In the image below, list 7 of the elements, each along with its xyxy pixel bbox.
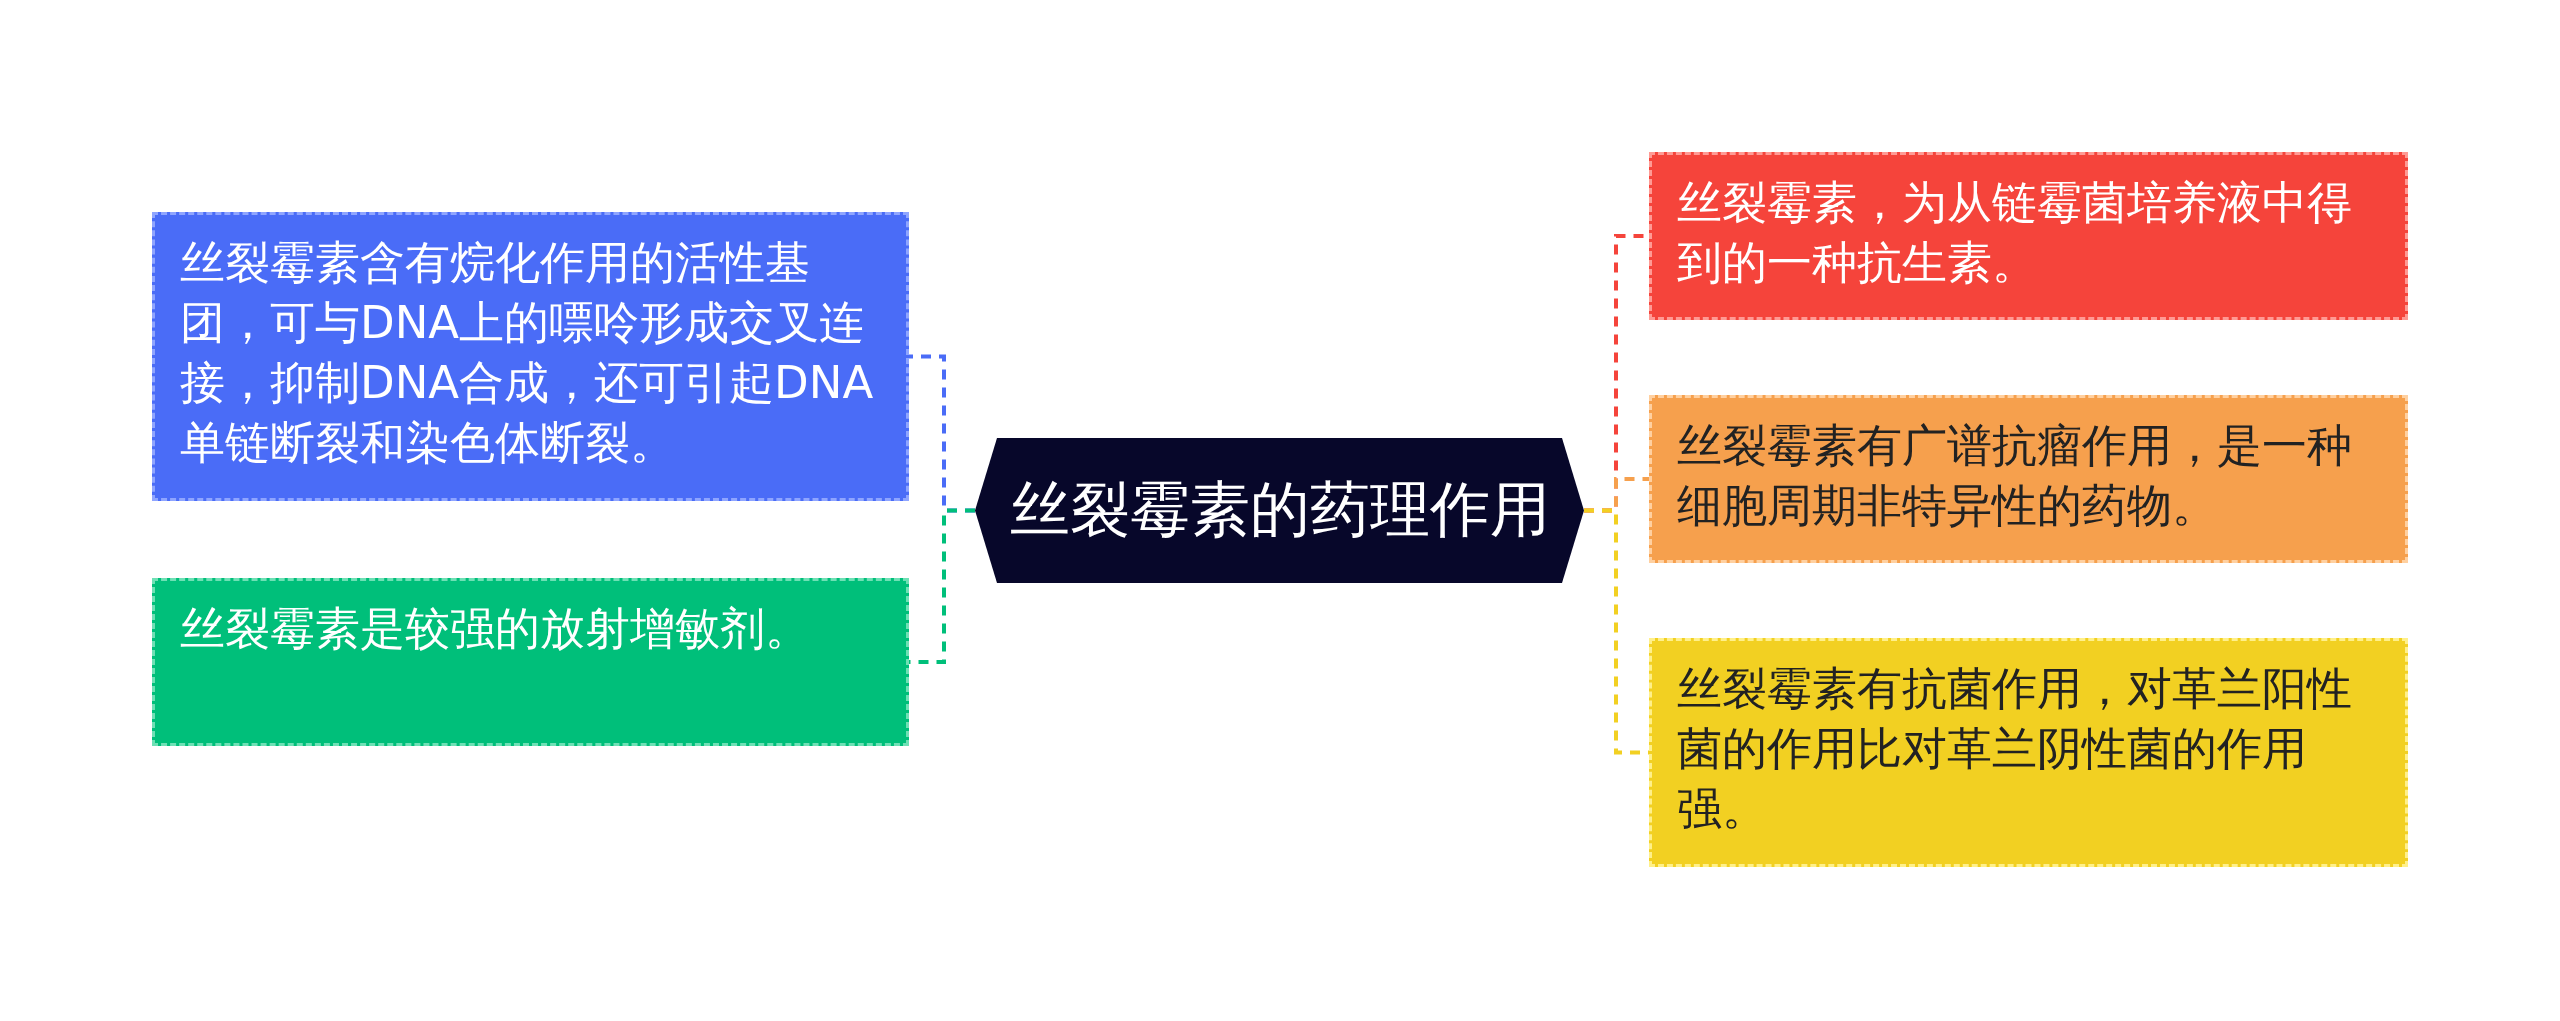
text-box: 丝裂霉素含有烷化作用的活性基团，可与DNA上的嘌呤形成交叉连接，抑制DNA合成，还可引起DNA单链断裂和染色体断裂。 xyxy=(152,212,909,501)
text-box: 丝裂霉素，为从链霉菌培养液中得到的一种抗生素。 xyxy=(1649,152,2408,320)
text-box: 丝裂霉素有广谱抗瘤作用，是一种细胞周期非特异性的药物。 xyxy=(1649,395,2408,563)
topic-hexagon: 丝裂霉素的药理作用 xyxy=(975,438,1584,583)
text-box: 丝裂霉素有抗菌作用，对革兰阳性菌的作用比对革兰阴性菌的作用强。 xyxy=(1649,638,2408,867)
connector-line xyxy=(909,508,975,664)
text-box: 丝裂霉素是较强的放射增敏剂。 xyxy=(152,578,909,746)
